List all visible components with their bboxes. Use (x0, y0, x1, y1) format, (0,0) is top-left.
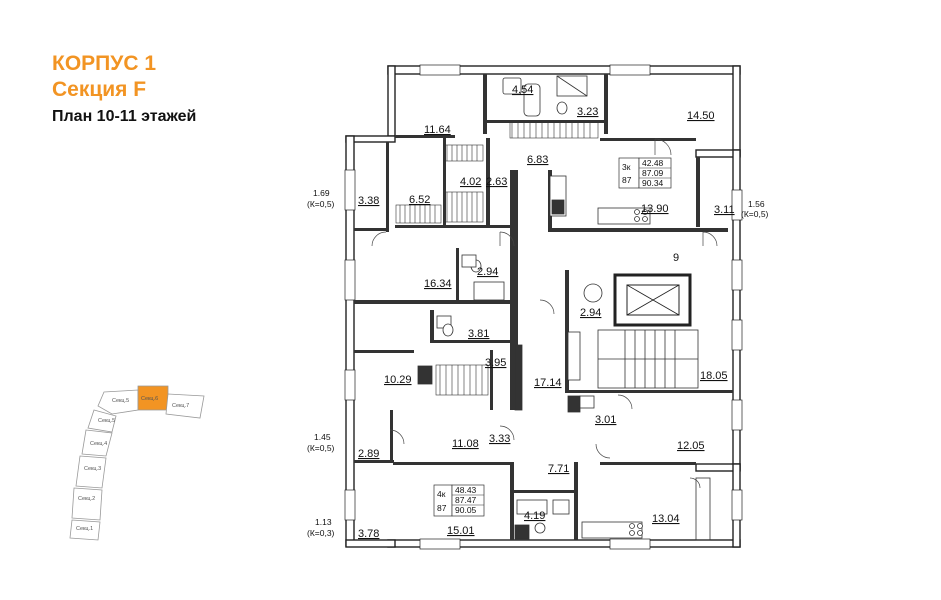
room-area-label: 17.14 (534, 377, 562, 389)
utility-riser (514, 344, 523, 411)
balcony-coefficient: (К=0,5) (307, 199, 335, 209)
fixtures (417, 75, 651, 540)
balcony-coefficient: (К=0,5) (307, 443, 335, 453)
apartment-living-area: 42.48 (642, 158, 664, 168)
apartment-total-area: 87.09 (642, 168, 664, 178)
room-area-label: 14.50 (687, 110, 715, 122)
room-area-label: 3.95 (485, 357, 506, 369)
shower-icon (473, 281, 505, 301)
keyplan-label-6: Секц.6 (141, 396, 158, 402)
fridge-icon (551, 199, 565, 215)
washing-machine-icon (417, 365, 433, 385)
room-area-label: 7.71 (548, 463, 569, 475)
room-area-label: 3.23 (577, 106, 598, 118)
keyplan-label-4: Секц.4 (90, 441, 107, 447)
room-area-label: 2.94 (580, 307, 601, 319)
keyplan-label-1: Секц.1 (76, 526, 93, 532)
apartment-number: 87 (622, 175, 632, 185)
washing-machine-icon (514, 524, 530, 540)
toilet-icon (534, 522, 546, 534)
toilet-icon (442, 323, 454, 337)
apartment-living-area: 48.43 (455, 485, 477, 495)
room-area-label: 11.08 (452, 438, 479, 450)
wardrobes (395, 121, 599, 396)
balcony-coefficient: (К=0,3) (307, 528, 335, 538)
room-area-label: 3.11 (714, 204, 735, 216)
section-title: Секция F (52, 78, 147, 101)
keyplan-label-7: Секц.7 (172, 403, 189, 409)
balcony-area: 1.13 (315, 517, 332, 527)
room-area-label: 3.01 (595, 414, 616, 426)
balcony-area: 1.56 (748, 199, 765, 209)
plan-header: КОРПУС 1 Секция F План 10-11 этажей (52, 52, 196, 130)
room-area-label: 4.02 (460, 176, 481, 188)
room-area-label: 2.63 (486, 176, 507, 188)
keyplan-label-3: Секц.3 (84, 466, 101, 472)
room-labels: 4.54 3.23 14.50 11.64 6.83 4.02 2.63 6.5… (358, 84, 735, 540)
apartment-rooms: 4к (437, 489, 446, 499)
keyplan-label-5b: Секц.5 (112, 398, 129, 404)
staircase (597, 329, 699, 389)
room-area-label: 13.04 (652, 513, 680, 525)
sink-icon (552, 499, 570, 515)
kitchen-counter-icon (581, 521, 643, 539)
bathtub-icon (523, 83, 541, 117)
room-area-label: 4.19 (524, 510, 545, 522)
keyplan-label-2: Секц.2 (78, 496, 95, 502)
room-area-label: 12.05 (677, 440, 705, 452)
room-area-label: 3.33 (489, 433, 510, 445)
room-area-label: 16.34 (424, 278, 452, 290)
apartment-rooms: 3к (622, 162, 631, 172)
washing-machine-icon (567, 395, 581, 413)
floor-plan-title: План 10-11 этажей (52, 108, 197, 125)
balcony-area: 1.45 (314, 432, 331, 442)
key-plan: Секц.1 Секц.2 Секц.3 Секц.4 Секц.5 Секц.… (69, 385, 205, 541)
room-area-label: 6.52 (409, 194, 430, 206)
bathtub-icon (516, 499, 548, 515)
outer-walls (344, 64, 743, 550)
apartment-total-area: 87.47 (455, 495, 477, 505)
ventilation-shaft (567, 331, 581, 381)
apartment-total-area-k: 90.05 (455, 505, 477, 515)
room-area-label: 3.38 (358, 195, 379, 207)
interior-walls (354, 74, 733, 540)
room-area-label: 3.81 (468, 328, 489, 340)
balcony-labels: 1.69 (К=0,5) 1.56 (К=0,5) 1.45 (К=0,5) 1… (307, 188, 769, 538)
room-area-label: 2.89 (358, 448, 379, 460)
sink-icon (502, 77, 522, 95)
room-area-label: 9 (673, 252, 679, 264)
doors (371, 138, 718, 489)
balcony-coefficient: (К=0,5) (741, 209, 769, 219)
building-title: КОРПУС 1 (52, 52, 156, 75)
apartment-info-1: 3к 87 42.48 87.09 90.34 (618, 157, 672, 189)
keyplan-label-5: Секц.5 (98, 418, 115, 424)
apartment-number: 87 (437, 503, 447, 513)
apartment-info-2: 4к 87 48.43 87.47 90.05 (433, 484, 485, 517)
apartment-total-area-k: 90.34 (642, 178, 664, 188)
room-area-label: 3.78 (358, 528, 379, 540)
room-area-label: 13.90 (641, 203, 669, 215)
toilet-icon (556, 101, 568, 115)
balcony-area: 1.69 (313, 188, 330, 198)
room-area-label: 15.01 (447, 525, 475, 537)
room-area-label: 11.64 (424, 124, 451, 136)
room-area-label: 2.94 (477, 266, 498, 278)
sink-icon (579, 395, 595, 409)
sink-icon (461, 254, 477, 268)
room-area-label: 6.83 (527, 154, 548, 166)
room-area-label: 4.54 (512, 84, 533, 96)
elevator-shaft (613, 273, 692, 327)
room-area-label: 10.29 (384, 374, 412, 386)
room-area-label: 18.05 (700, 370, 728, 382)
garbage-chute-icon (583, 283, 603, 303)
